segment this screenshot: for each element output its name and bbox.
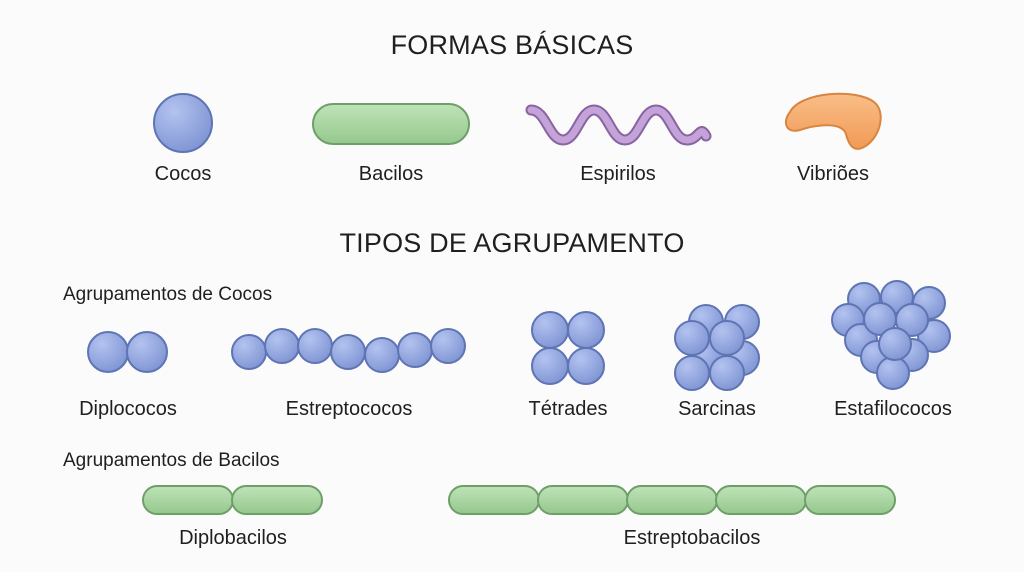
bacilli-groupings-heading: Agrupamentos de Bacilos <box>63 450 280 471</box>
bacillus-icon <box>312 103 470 145</box>
basic-forms-title: FORMAS BÁSICAS <box>390 30 634 60</box>
label-vibrioes: Vibriões <box>797 163 869 185</box>
streptobacilli-icon <box>448 485 896 515</box>
label-espirilos: Espirilos <box>580 163 656 185</box>
label-estreptobacilos: Estreptobacilos <box>623 527 761 549</box>
diplococci-icon <box>87 331 168 373</box>
label-sarcinas: Sarcinas <box>678 398 756 420</box>
label-diplococos: Diplococos <box>79 398 177 420</box>
diplobacilli-icon <box>142 485 323 515</box>
sarcina-icon <box>674 304 760 391</box>
staphylococci-icon <box>831 280 951 390</box>
coccus-icon <box>153 93 213 153</box>
label-tetrades: Tétrades <box>528 398 608 420</box>
vibrio-icon <box>784 92 882 150</box>
label-diplobacilos: Diplobacilos <box>179 527 287 549</box>
tetrad-icon <box>531 311 605 385</box>
label-cocos: Cocos <box>154 163 212 185</box>
label-estreptococos: Estreptococos <box>285 398 413 420</box>
spirillum-icon <box>525 104 712 146</box>
cocci-groupings-heading: Agrupamentos de Cocos <box>63 284 273 305</box>
label-estafilococos: Estafilococos <box>834 398 952 420</box>
grouping-types-title: TIPOS DE AGRUPAMENTO <box>339 228 685 258</box>
streptococci-icon <box>231 328 466 373</box>
label-bacilos: Bacilos <box>358 163 424 185</box>
